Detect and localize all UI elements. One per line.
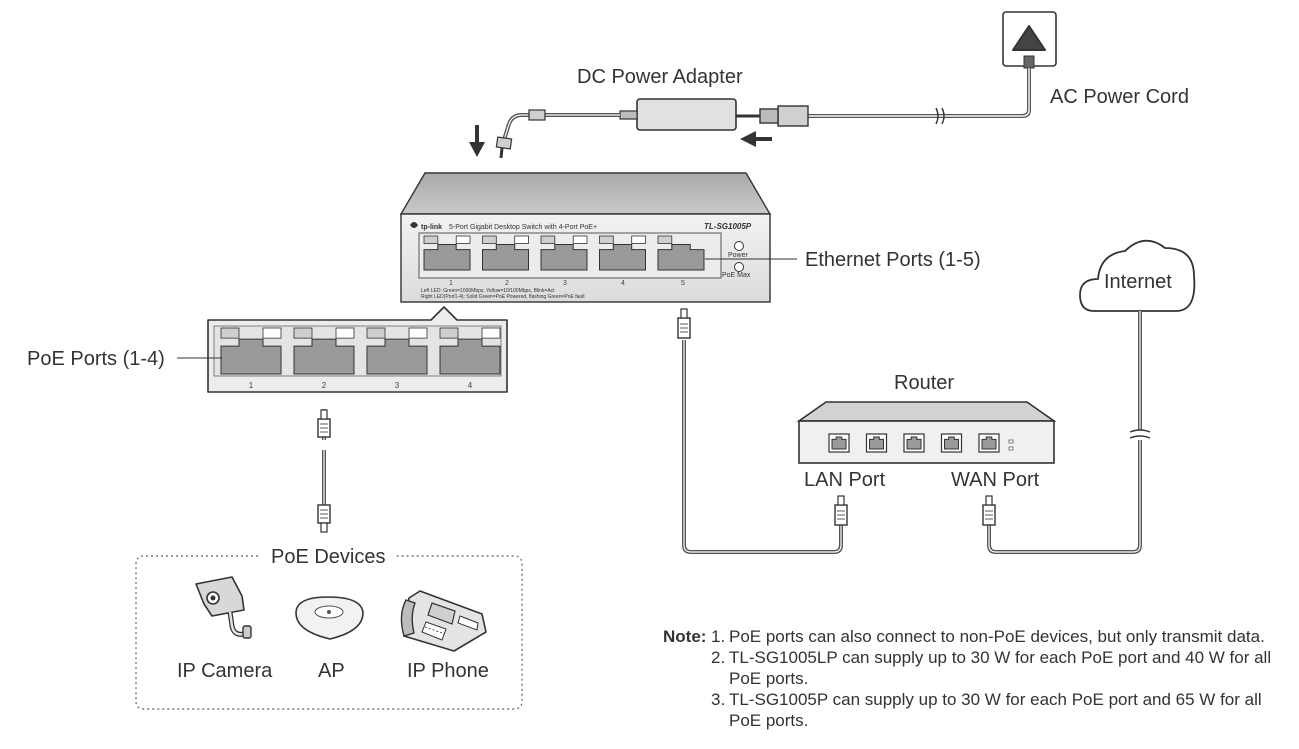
note-item-number: 1. [711,627,726,646]
ip-phone-icon [400,590,487,652]
note-block: Note: 1. PoE ports can also connect to n… [663,626,1299,731]
poe-max-led [734,262,744,272]
router-port-group [828,433,1000,453]
ip-camera-icon [195,576,252,639]
switch-ethernet-port [599,235,646,271]
switch-ethernet-port [423,235,471,271]
switch-ethernet-port [540,235,588,271]
note-item-number: 2. [711,648,726,667]
dc-power-adapter-label: DC Power Adapter [577,66,743,88]
router-device [796,401,1057,464]
switch-port-group [423,235,705,271]
switch-ethernet-port [482,235,529,271]
dc-plug [495,109,546,159]
poe-devices-label: PoE Devices [271,546,386,568]
switch-ethernet-port [657,235,705,271]
cord-break-mark [935,107,945,125]
switch-port-number: 1 [449,280,453,287]
poe-zoom-port-number: 3 [394,381,400,390]
rj45-plug-icon [317,504,331,533]
ac-power-cord [808,68,1031,118]
router-port [865,433,888,453]
internet-cloud-icon [1079,239,1196,312]
note-item: Note: 1. PoE ports can also connect to n… [663,626,1299,647]
lan-port-label: LAN Port [804,469,886,491]
dc-cable [502,113,620,141]
dc-power-adapter [619,98,737,131]
ac-power-cord-label: AC Power Cord [1050,86,1189,108]
note-item-text: TL-SG1005LP can supply up to 30 W for ea… [729,648,1272,688]
poe-zoom-port-number: 2 [321,381,327,390]
switch-port-number: 5 [681,280,685,287]
poe-device-cable [317,409,331,533]
poe-zoom-port-group [220,327,501,375]
note-item-text: PoE ports can also connect to non-PoE de… [729,627,1265,646]
poe-zoom-port-number: 1 [248,381,254,390]
switch-port-number: 2 [505,280,509,287]
wan-port-label: WAN Port [951,469,1040,491]
internet-label: Internet [1104,271,1172,293]
note-item: 3. TL-SG1005P can supply up to 30 W for … [663,689,1299,731]
cable-break-mark [1129,429,1151,439]
router-port-socket [869,436,884,450]
note-item-number: 3. [711,690,726,709]
poe-max-led-label: PoE Max [722,272,751,279]
router-port-socket [906,436,922,450]
rj45-plug-icon [677,308,691,339]
arrow-left-icon [740,131,772,147]
poe-zoom-port [220,327,282,375]
poe-ports-callout [207,306,508,393]
switch-description: 5-Port Gigabit Desktop Switch with 4-Por… [449,224,598,231]
router-port-socket [831,436,847,450]
ip-phone-label: IP Phone [407,660,489,682]
poe-devices-box [135,555,523,710]
router-port [828,433,850,453]
switch-port-number: 4 [621,280,625,287]
router-port [978,433,1000,453]
power-led-label: Power [728,252,748,259]
switch-model: TL-SG1005P [704,222,752,231]
poe-zoom-port [366,327,428,375]
arrow-down-icon [469,125,485,157]
tplink-logo-icon [410,222,418,228]
ethernet-ports-label: Ethernet Ports (1-5) [805,249,981,271]
led-legend-left: Left LED: Green=1000Mbps, Yellow=10/100M… [421,288,555,294]
poe-switch [399,172,772,303]
wall-socket-icon [1002,11,1057,69]
power-led [734,241,744,251]
rj45-plug-icon [317,409,331,438]
rj45-plug-icon [834,495,848,526]
switch-port-number: 3 [563,280,567,287]
access-point-icon [295,596,364,640]
poe-zoom-port-number: 4 [467,381,473,390]
ap-label: AP [318,660,345,682]
router-port [903,433,925,453]
switch-brand: tp-link [421,224,442,231]
poe-zoom-port [293,327,355,375]
router-port-socket [981,436,997,450]
note-heading: Note: [663,627,707,646]
poe-ports-label: PoE Ports (1-4) [27,348,165,370]
router-label: Router [894,372,955,394]
note-item-text: TL-SG1005P can supply up to 30 W for eac… [729,690,1262,730]
router-port [940,433,963,453]
router-port-socket [944,436,959,450]
poe-zoom-port [439,327,501,375]
ac-connector [736,105,809,127]
note-item: 2. TL-SG1005LP can supply up to 30 W for… [663,647,1299,689]
rj45-plug-icon [982,495,996,526]
ip-camera-label: IP Camera [177,660,273,682]
led-legend-right: Right LED(Port1-4): Solid Green=PoE Powe… [421,294,585,300]
